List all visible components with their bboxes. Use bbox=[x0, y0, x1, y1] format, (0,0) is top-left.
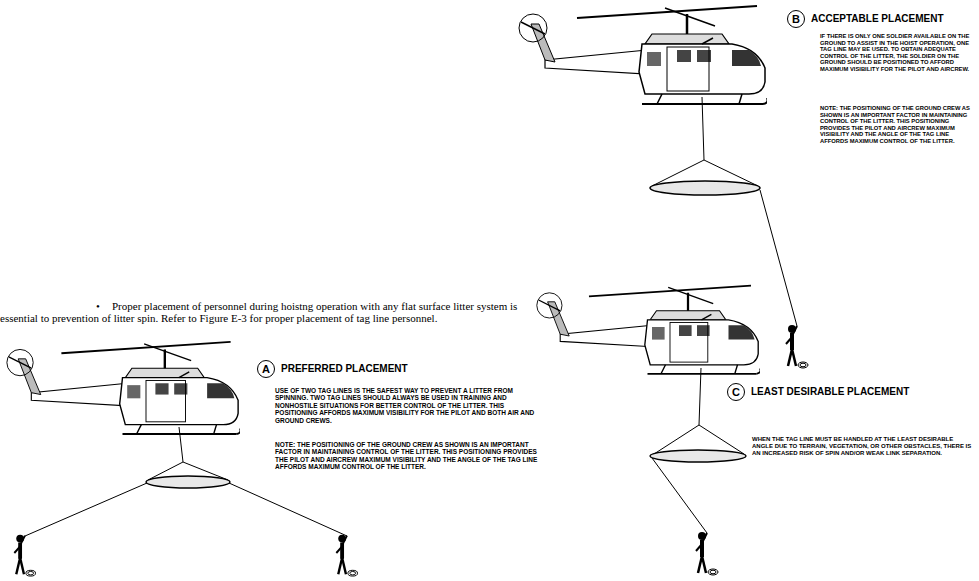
panel-note: IF THERE IS ONLY ONE SOLDIER AVAILABLE O… bbox=[820, 33, 975, 73]
panel-note: NOTE: THE POSITIONING OF THE GROUND CREW… bbox=[275, 441, 540, 471]
litter bbox=[650, 450, 746, 462]
callout-circle: B bbox=[787, 10, 805, 28]
soldier bbox=[696, 532, 718, 575]
callout-letter: A bbox=[262, 364, 270, 375]
tag-line bbox=[760, 190, 797, 326]
hoist-cable bbox=[179, 427, 183, 462]
panel-note: WHEN THE TAG LINE MUST BE HANDLED AT THE… bbox=[752, 436, 974, 456]
panel-heading: ACCEPTABLE PLACEMENT bbox=[811, 14, 944, 24]
bullet: • bbox=[96, 300, 108, 312]
panel-callout: APREFERRED PLACEMENT bbox=[257, 360, 275, 378]
tag-line bbox=[25, 483, 147, 536]
hoist-cable bbox=[702, 97, 704, 160]
helicopter bbox=[7, 342, 241, 434]
soldier bbox=[14, 535, 35, 576]
tag-line bbox=[229, 483, 347, 536]
callout-letter: C bbox=[732, 387, 740, 398]
body-paragraph: Proper placement of personnel during hoi… bbox=[0, 300, 535, 324]
helicopter bbox=[519, 6, 768, 104]
panel-callout: BACCEPTABLE PLACEMENT bbox=[787, 10, 805, 28]
callout-circle: C bbox=[727, 383, 745, 401]
soldier bbox=[786, 325, 808, 368]
callout-circle: A bbox=[257, 360, 275, 378]
panel-c-illustration bbox=[537, 286, 761, 575]
panel-heading: LEAST DESIRABLE PLACEMENT bbox=[751, 387, 909, 397]
callout-letter: B bbox=[792, 14, 800, 25]
tag-line bbox=[652, 458, 707, 533]
helicopter bbox=[537, 286, 761, 374]
litter bbox=[146, 476, 230, 488]
panel-callout: CLEAST DESIRABLE PLACEMENT bbox=[727, 383, 745, 401]
hoist-cable bbox=[699, 368, 701, 425]
panel-note: USE OF TWO TAG LINES IS THE SAFEST WAY T… bbox=[275, 387, 540, 424]
panel-note: NOTE: THE POSITIONING OF THE GROUND CREW… bbox=[820, 105, 975, 145]
litter bbox=[650, 181, 760, 195]
panel-heading: PREFERRED PLACEMENT bbox=[281, 364, 408, 374]
soldier bbox=[336, 535, 357, 576]
